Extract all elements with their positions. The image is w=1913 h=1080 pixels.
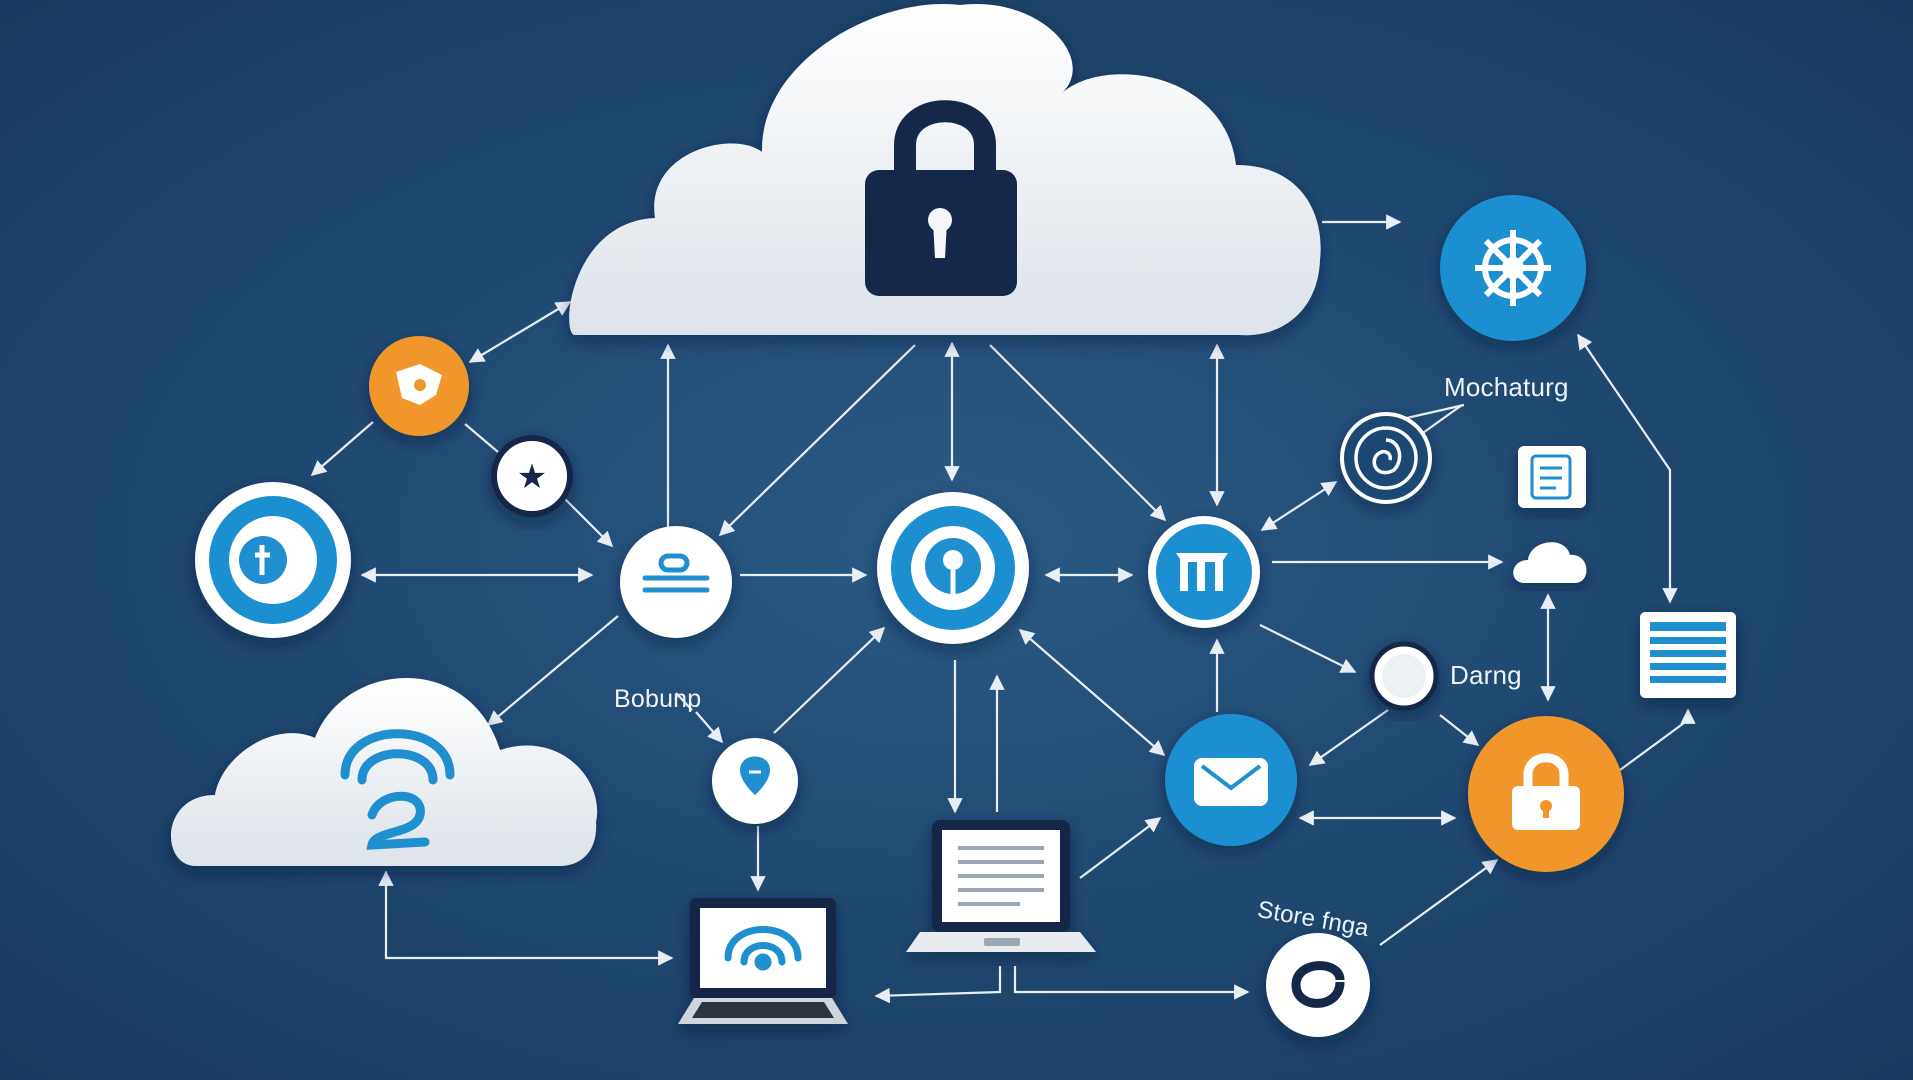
reload-node[interactable] <box>1266 933 1370 1037</box>
laptop-wifi-icon <box>724 926 802 971</box>
orange-lock-icon <box>1512 753 1580 830</box>
connector <box>310 421 374 477</box>
pin-icon <box>740 756 770 795</box>
padlock-icon <box>865 100 1017 296</box>
connector <box>1439 714 1480 746</box>
central-key-icon <box>925 538 981 598</box>
secondary-cloud <box>171 677 598 866</box>
connector <box>1397 403 1465 422</box>
list-panel-icon <box>1650 622 1726 683</box>
connector <box>1577 333 1678 604</box>
connector <box>1308 709 1389 766</box>
connector <box>378 870 674 966</box>
connector <box>1259 624 1357 673</box>
connector <box>1013 966 1250 1000</box>
connector <box>1379 859 1499 946</box>
connector <box>1018 628 1166 757</box>
orange-badge-icon <box>396 364 442 405</box>
connector <box>874 966 1002 1004</box>
signal-icon <box>340 729 455 850</box>
connector <box>486 615 619 726</box>
label-mochaturg: Mochaturg <box>1444 372 1569 402</box>
connector <box>468 301 572 363</box>
user-hub-node[interactable] <box>620 526 732 638</box>
reload-icon <box>1291 961 1345 1008</box>
star-node[interactable] <box>491 435 573 517</box>
connector <box>695 711 724 744</box>
ring-icon <box>1382 654 1426 698</box>
label-bobunp: Bobunp <box>614 685 702 713</box>
connector <box>1619 719 1689 771</box>
gear-icon <box>1475 230 1551 306</box>
connector <box>464 423 499 453</box>
main-cloud <box>569 3 1321 336</box>
connector <box>773 626 886 734</box>
spiral-icon <box>1354 426 1418 490</box>
m-hub-icon <box>1176 553 1228 591</box>
connector <box>1079 817 1162 879</box>
connector <box>1419 404 1463 436</box>
label-darng: Darng <box>1450 660 1522 690</box>
monitor-text-icon <box>958 846 1044 906</box>
connector <box>989 344 1167 522</box>
connector <box>718 344 916 537</box>
connector <box>675 692 693 711</box>
mail-icon <box>1194 758 1268 806</box>
connector <box>559 493 614 548</box>
connectors <box>310 214 1696 1004</box>
monitor-node[interactable] <box>906 820 1096 952</box>
user-stack-icon <box>642 553 710 593</box>
connector <box>1260 481 1338 531</box>
small-cloud-icon[interactable] <box>1513 542 1587 583</box>
document-icon <box>1530 454 1572 500</box>
star-icon: ★ <box>517 457 547 497</box>
power-icon <box>239 536 287 584</box>
